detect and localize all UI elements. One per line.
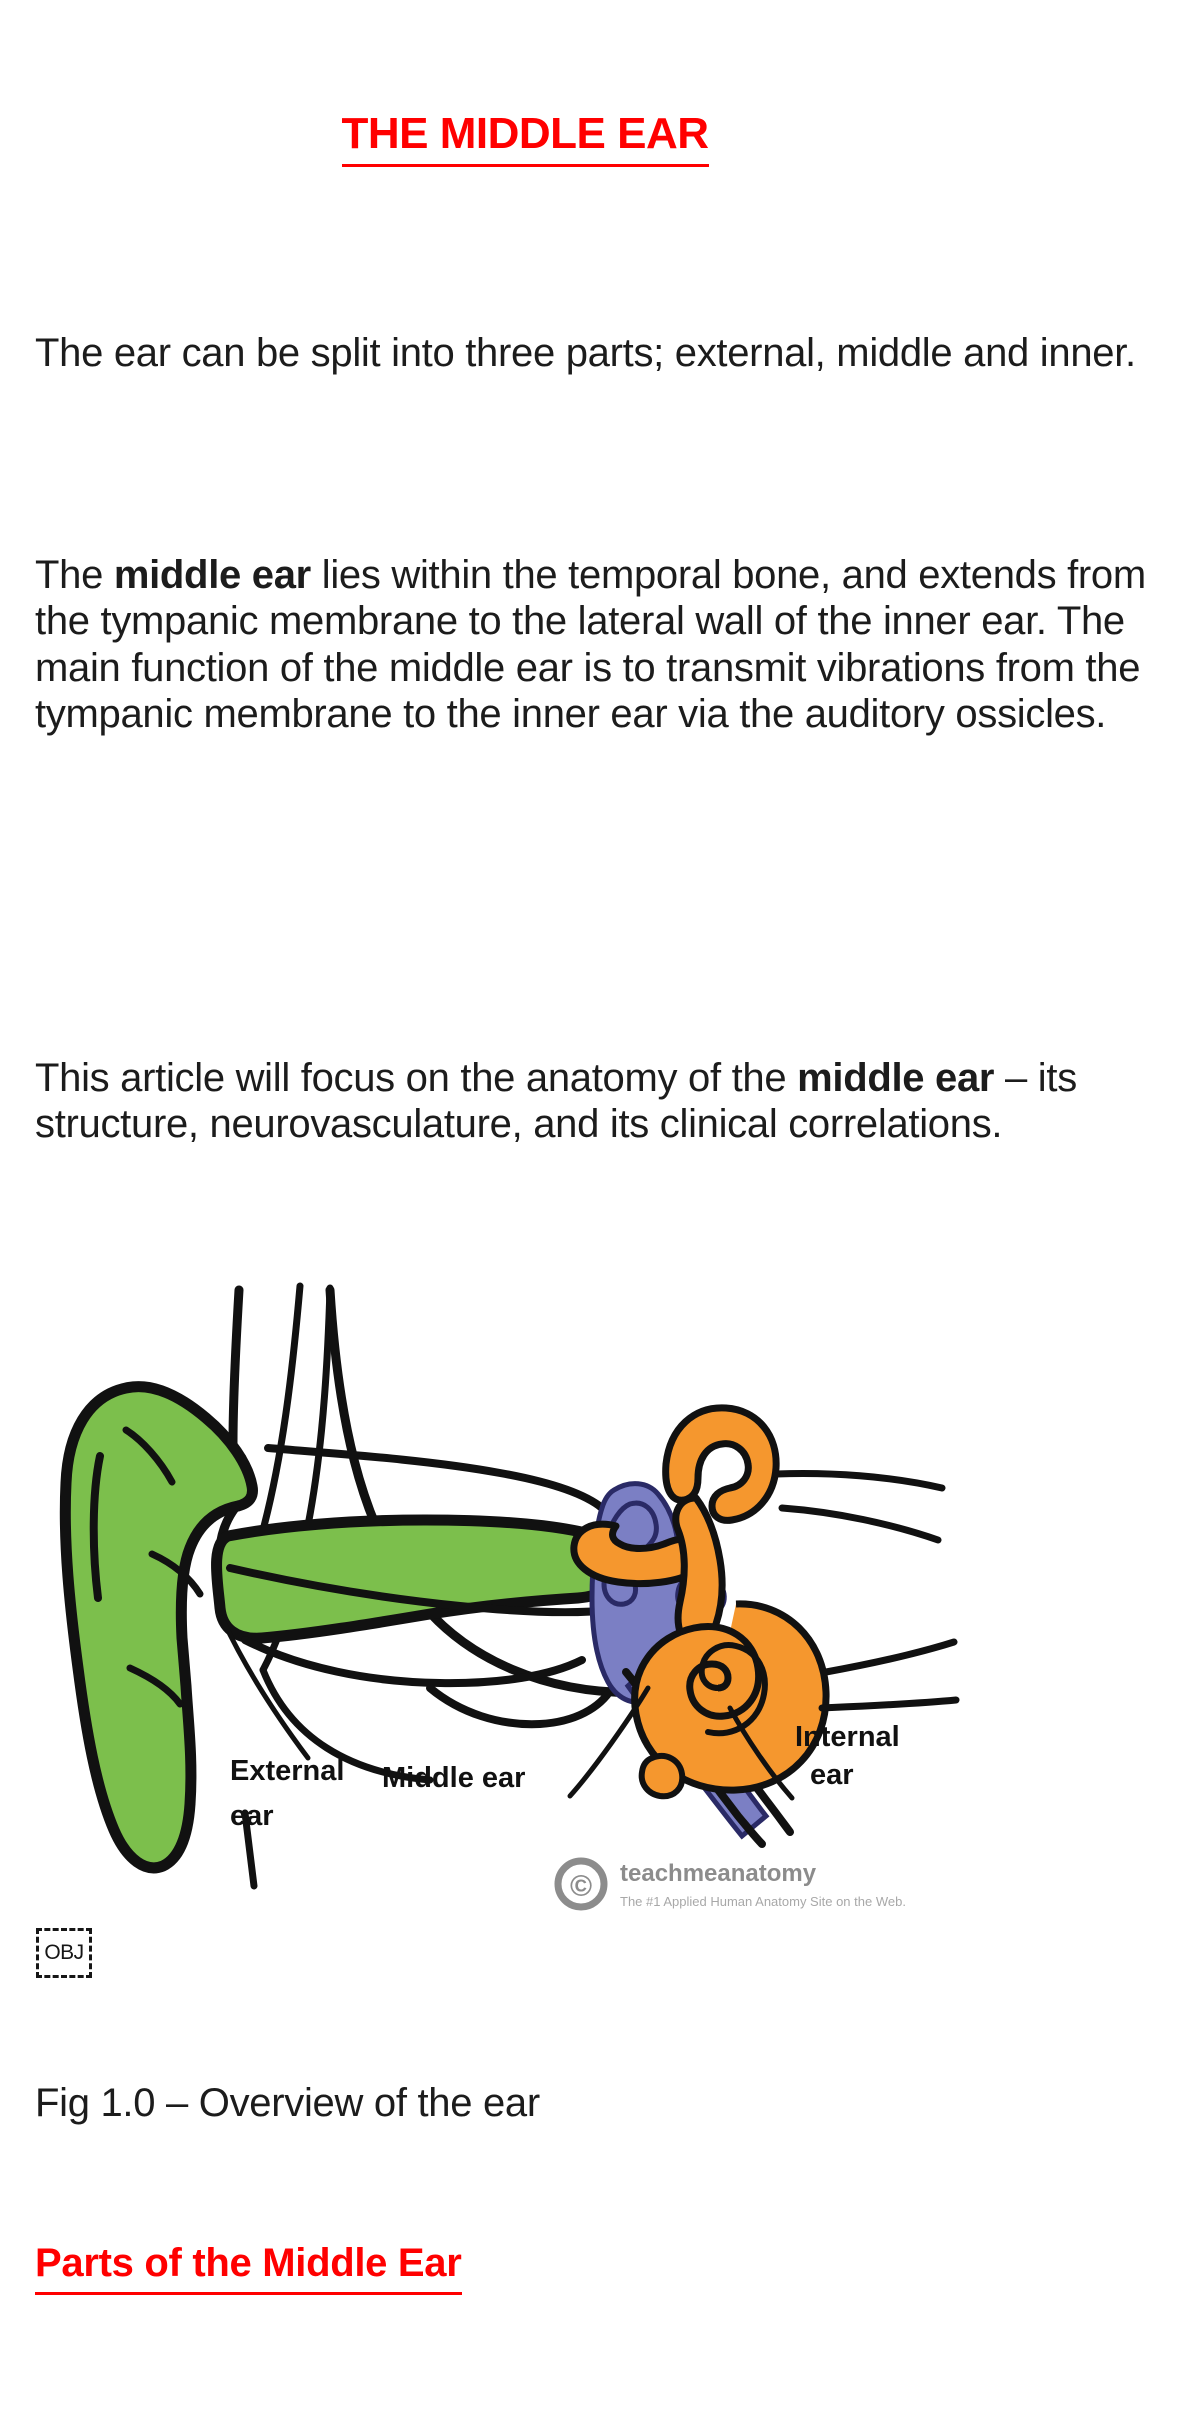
paragraph-middle-ear-definition: The middle ear lies within the temporal … [35,552,1165,738]
object-placeholder: OBJ [36,1928,92,1978]
figure-caption-text: Fig 1.0 – Overview of the ear [35,2081,540,2125]
figure-caption: Fig 1.0 – Overview of the ear [35,2080,540,2126]
label-external-ear-line2: ear [230,1800,274,1832]
tympanic-contours [264,1444,616,1729]
paragraph-article-scope: This article will focus on the anatomy o… [35,1055,1165,1148]
watermark-brand: teachmeanatomy [620,1860,817,1887]
watermark: © teachmeanatomy The #1 Applied Human An… [554,1857,906,1911]
label-internal-ear-line2: ear [810,1759,854,1791]
section-heading-text: Parts of the Middle Ear [35,2240,462,2296]
label-external-ear-line1: External [230,1755,344,1787]
ear-anatomy-diagram: External ear Middle ear Internal ear © t… [59,1282,960,1911]
paragraph3-rest: – its structure, neurovasculature, and i… [35,1056,1077,1147]
paragraph3-bold-term: middle ear [797,1056,995,1100]
label-middle-ear: Middle ear [382,1762,525,1794]
section-heading: Parts of the Middle Ear [35,2240,462,2296]
diagram-labels: External ear Middle ear Internal ear [230,1721,900,1832]
paragraph2-lead: The [35,553,114,597]
page-title: THE MIDDLE EAR [0,112,1050,167]
paragraph2-bold-term: middle ear [113,553,311,597]
nerve-bundle-lines [772,1470,960,1712]
paragraph-intro: The ear can be split into three parts; e… [35,330,1165,376]
page-title-text: THE MIDDLE EAR [341,112,709,167]
external-auditory-canal [211,1514,624,1688]
label-leader-lines [219,1615,795,1890]
label-internal-ear-line1: Internal [795,1721,900,1753]
inner-ear-cochlea [570,1404,830,1800]
watermark-tagline: The #1 Applied Human Anatomy Site on the… [620,1894,906,1909]
copyright-glyph: © [570,1870,592,1903]
paragraph-intro-text: The ear can be split into three parts; e… [35,331,1136,375]
paragraph3-lead: This article will focus on the anatomy o… [35,1056,798,1100]
paragraph2-rest: lies within the temporal bone, and exten… [35,553,1146,737]
ear-anatomy-figure: External ear Middle ear Internal ear © t… [30,1268,990,1928]
object-placeholder-label: OBJ [44,1941,84,1964]
copyright-icon [554,1857,608,1911]
